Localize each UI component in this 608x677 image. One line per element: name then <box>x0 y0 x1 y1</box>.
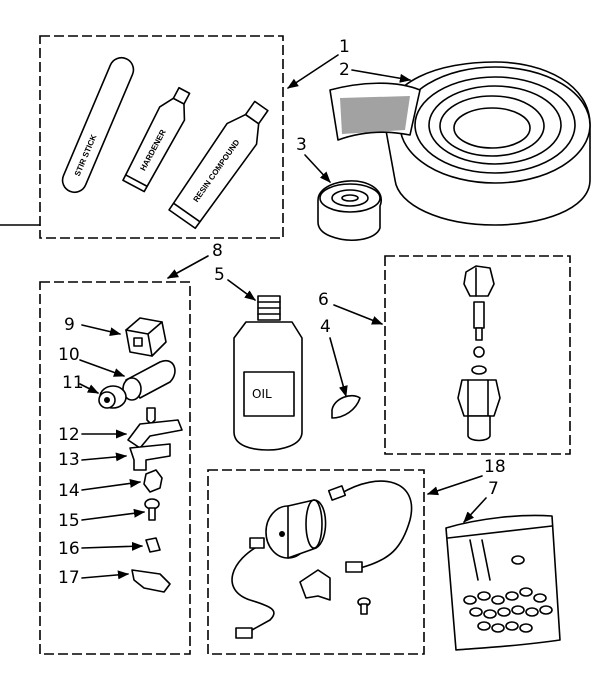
callout-12: 12 <box>58 425 80 445</box>
repair-kit-box <box>39 35 284 239</box>
motor-group: 18 <box>207 457 506 655</box>
bracket-12 <box>127 419 183 449</box>
hardware-box <box>39 281 191 655</box>
repair-kit-group: STIR STICK HARDENER RESIN COMPOUND <box>0 35 284 239</box>
screw-15 <box>144 498 160 521</box>
oil-label: OIL <box>252 387 272 401</box>
stir-stick: STIR STICK <box>61 56 135 194</box>
oil-bottle: OIL <box>233 295 303 451</box>
callout-18: 18 <box>484 457 506 477</box>
callout-13: 13 <box>58 450 80 470</box>
valve-box <box>384 255 571 455</box>
clip-9 <box>125 317 167 357</box>
callout-17: 17 <box>58 568 80 588</box>
pin <box>146 407 156 425</box>
callout-15: 15 <box>58 511 80 531</box>
motor-box <box>207 469 425 655</box>
hardware-bag-7 <box>445 514 561 651</box>
hardener-tube: HARDENER <box>122 86 191 193</box>
callout-1: 1 <box>339 37 350 57</box>
callout-16: 16 <box>58 539 80 559</box>
tape-roll <box>329 61 591 226</box>
callout-14: 14 <box>58 481 80 501</box>
callout-2: 2 <box>339 60 350 80</box>
callout-10: 10 <box>58 345 80 365</box>
connector-17 <box>131 569 171 593</box>
callout-8: 8 <box>212 241 223 261</box>
bag-washers <box>463 555 553 633</box>
small-tape-roll <box>317 180 382 241</box>
clamp-13 <box>129 443 171 471</box>
grommet-4 <box>331 394 361 419</box>
callout-11: 11 <box>62 373 84 393</box>
callout-3: 3 <box>296 135 307 155</box>
plate-16 <box>145 537 161 553</box>
callout-4: 4 <box>320 317 331 337</box>
sleeve-10 <box>122 359 176 401</box>
callout-7: 7 <box>488 479 499 499</box>
callout-9: 9 <box>64 315 75 335</box>
hardware-group: 8 9 10 11 12 13 <box>39 241 223 655</box>
valve-group: 6 <box>318 255 571 455</box>
nut-14 <box>143 469 163 493</box>
resin-tube: RESIN COMPOUND <box>168 100 269 230</box>
callout-5: 5 <box>214 265 225 285</box>
callout-6: 6 <box>318 290 329 310</box>
bushing-11 <box>98 385 127 409</box>
